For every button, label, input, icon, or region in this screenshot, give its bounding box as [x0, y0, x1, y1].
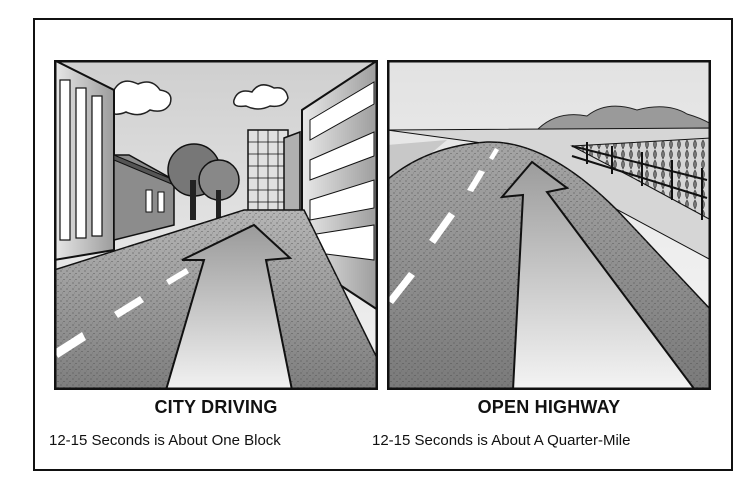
city-driving-illustration — [54, 60, 378, 390]
open-highway-subtitle: 12-15 Seconds is About A Quarter-Mile — [372, 432, 630, 449]
open-highway-title: OPEN HIGHWAY — [387, 397, 711, 418]
city-driving-subtitle: 12-15 Seconds is About One Block — [49, 432, 281, 449]
city-driving-title: CITY DRIVING — [54, 397, 378, 418]
open-highway-illustration — [387, 60, 711, 390]
